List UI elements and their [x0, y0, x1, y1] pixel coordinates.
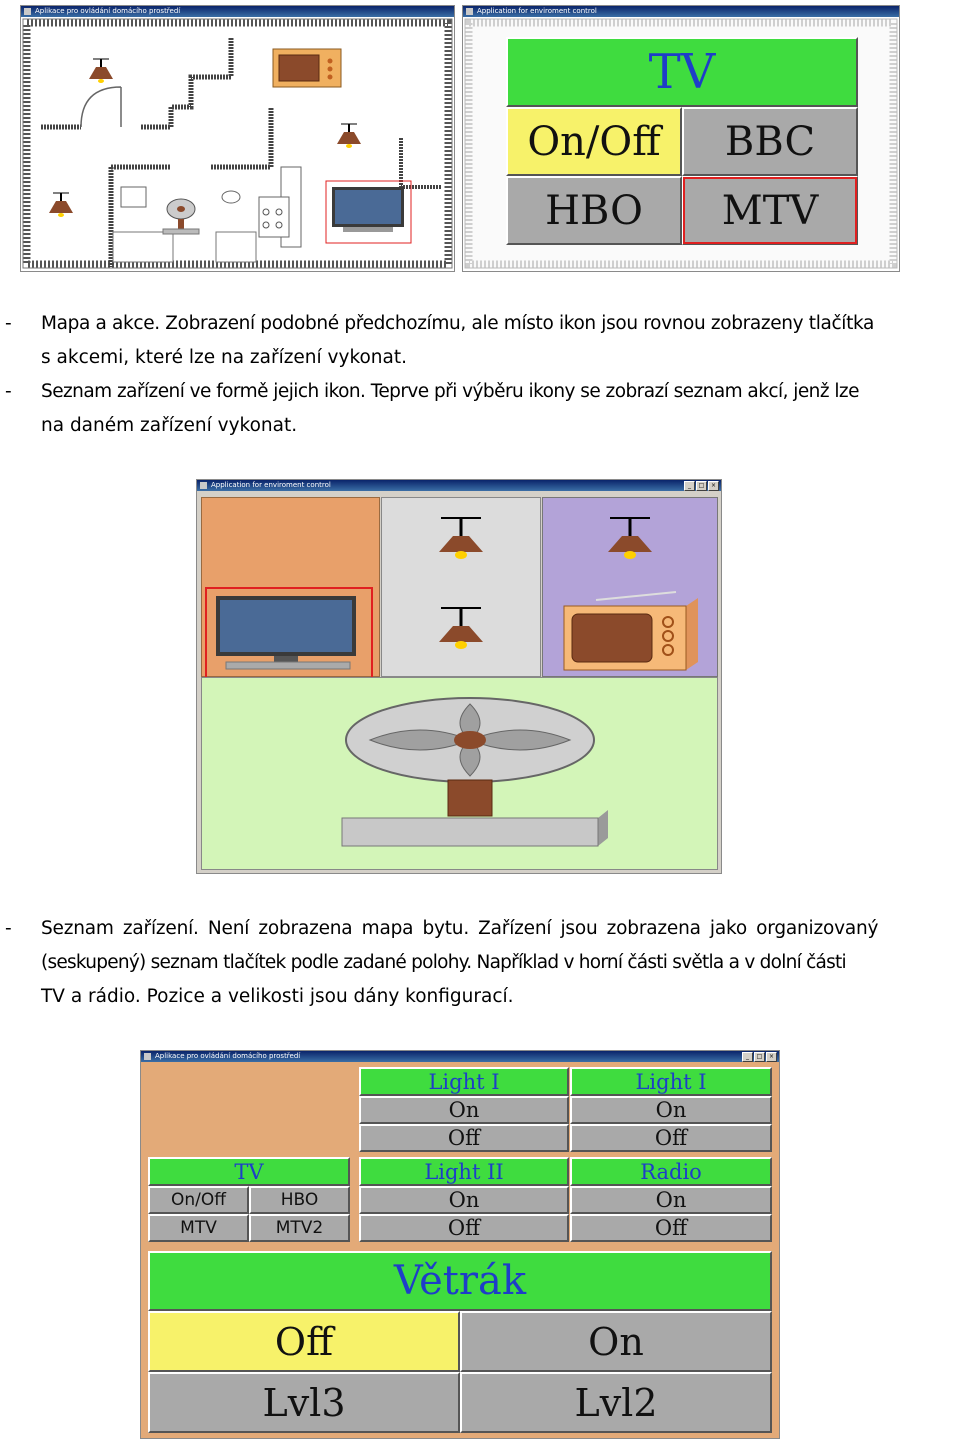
device-list-window: Aplikace pro ovládání domácího prostředí…: [140, 1050, 780, 1439]
tv-panel: TV On/Off BBC HBO MTV: [506, 37, 858, 245]
fan-lvl3-button[interactable]: Lvl3: [148, 1372, 460, 1433]
close-button[interactable]: ×: [766, 1052, 777, 1062]
light2-on-button[interactable]: On: [359, 1186, 569, 1214]
tv-hbo-button[interactable]: HBO: [249, 1186, 350, 1214]
ceiling-lamp-icon: [89, 58, 113, 83]
tv-mtv-button[interactable]: MTV: [148, 1214, 249, 1242]
window-title: Application for enviroment control: [477, 7, 597, 15]
tv-group: TV On/Off HBO MTV MTV2: [148, 1157, 350, 1242]
bbc-button[interactable]: BBC: [682, 107, 858, 176]
fan-icon: [341, 697, 608, 847]
window-title: Aplikace pro ovládání domácího prostředí: [35, 7, 181, 15]
ceiling-lamp-icon: [49, 192, 73, 217]
top-left-titlebar: Aplikace pro ovládání domácího prostředí: [21, 6, 454, 17]
light2-off-button[interactable]: Off: [359, 1214, 569, 1242]
fan-icon: [162, 198, 200, 235]
hbo-button[interactable]: HBO: [506, 176, 682, 245]
tv-mtv2-button[interactable]: MTV2: [249, 1214, 350, 1242]
radio-title-button[interactable]: Radio: [570, 1157, 772, 1186]
top-right-window: Application for enviroment control TV On…: [462, 5, 900, 272]
light2-title-button[interactable]: Light II: [359, 1157, 569, 1186]
fan-on-button[interactable]: On: [460, 1311, 772, 1372]
radio-off-button[interactable]: Off: [570, 1214, 772, 1242]
apartment-floor-map: [22, 18, 453, 269]
radio-group: Radio On Off: [570, 1157, 772, 1242]
mtv-button[interactable]: MTV: [682, 176, 858, 245]
window-controls: _ □ ×: [742, 1052, 777, 1062]
window-controls: _ □ ×: [684, 481, 719, 491]
light1b-group: Light I On Off: [570, 1067, 772, 1152]
window-title: Aplikace pro ovládání domácího prostředí: [155, 1052, 301, 1060]
ceiling-lamp-icon: [439, 517, 483, 559]
light1b-title-button[interactable]: Light I: [570, 1067, 772, 1096]
radio-on-button[interactable]: On: [570, 1186, 772, 1214]
close-button[interactable]: ×: [708, 481, 719, 491]
light1-title-button[interactable]: Light I: [359, 1067, 569, 1096]
window-title: Application for enviroment control: [211, 481, 331, 489]
tv-onoff-button[interactable]: On/Off: [148, 1186, 249, 1214]
paragraph-line: Seznam zařízení. Není zobrazena mapa byt…: [41, 918, 879, 939]
fan-lvl2-button[interactable]: Lvl2: [460, 1372, 772, 1433]
radio-icon: [272, 48, 342, 88]
fan-off-button[interactable]: Off: [148, 1311, 460, 1372]
tv-title-button[interactable]: TV: [148, 1157, 350, 1186]
ceiling-lamp-icon: [608, 517, 652, 559]
light1b-on-button[interactable]: On: [570, 1096, 772, 1124]
paragraph-line: (seskupený) seznam tlačítek podle zadané…: [41, 952, 847, 973]
paragraph-line: TV a rádio. Pozice a velikosti jsou dány…: [41, 986, 514, 1007]
tv-icon: [332, 187, 404, 232]
ceiling-lamp-icon: [439, 607, 483, 649]
light1-on-button[interactable]: On: [359, 1096, 569, 1124]
light1-group: Light I On Off: [359, 1067, 569, 1152]
app-icon: [144, 1053, 151, 1060]
ceiling-lamp-icon: [337, 123, 361, 148]
device-icons-titlebar: Application for enviroment control _ □ ×: [197, 480, 721, 491]
tv-icon: [216, 596, 356, 670]
device-list-titlebar: Aplikace pro ovládání domácího prostředí…: [141, 1051, 779, 1062]
device-icons-window: Application for enviroment control _ □ ×: [196, 479, 722, 874]
minimize-button[interactable]: _: [684, 481, 695, 491]
bullet-dash: -: [5, 381, 12, 402]
paragraph-line: s akcemi, které lze na zařízení vykonat.: [41, 347, 408, 368]
paragraph-line: Seznam zařízení ve formě jejich ikon. Te…: [41, 381, 859, 402]
top-left-window: Aplikace pro ovládání domácího prostředí: [20, 5, 455, 272]
fan-group: Větrák Off On Lvl3 Lvl2: [148, 1251, 772, 1433]
app-icon: [200, 482, 207, 489]
radio-icon: [563, 591, 698, 671]
light1b-off-button[interactable]: Off: [570, 1124, 772, 1152]
paragraph-line: na daném zařízení vykonat.: [41, 415, 298, 436]
light2-group: Light II On Off: [359, 1157, 569, 1242]
tv-title-button[interactable]: TV: [506, 37, 858, 107]
bullet-dash: -: [5, 918, 12, 939]
lights-cell[interactable]: [381, 497, 541, 677]
app-icon: [24, 8, 31, 15]
onoff-button[interactable]: On/Off: [506, 107, 682, 176]
maximize-button[interactable]: □: [696, 481, 707, 491]
top-right-titlebar: Application for enviroment control: [463, 6, 899, 17]
light1-off-button[interactable]: Off: [359, 1124, 569, 1152]
app-icon: [466, 8, 473, 15]
maximize-button[interactable]: □: [754, 1052, 765, 1062]
tv-cell[interactable]: [201, 497, 380, 679]
minimize-button[interactable]: _: [742, 1052, 753, 1062]
bullet-dash: -: [5, 313, 12, 334]
tv-selection-frame: [325, 180, 412, 244]
radio-cell[interactable]: [542, 497, 718, 677]
paragraph-line: Mapa a akce. Zobrazení podobné předchozí…: [41, 313, 875, 334]
fan-title-button[interactable]: Větrák: [148, 1251, 772, 1311]
fan-cell[interactable]: [201, 677, 718, 870]
